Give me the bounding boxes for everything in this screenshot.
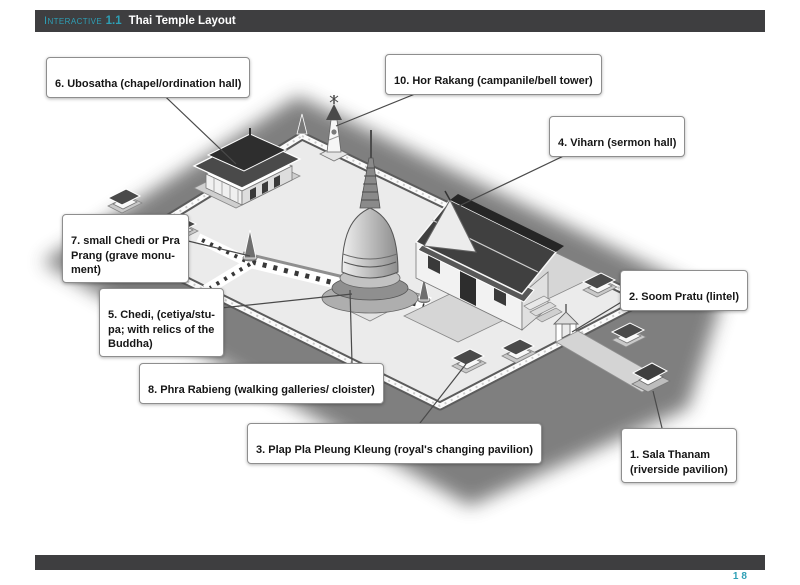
sala-pavilion [106,188,143,214]
callout-text: 8. Phra Rabieng (walking galleries/ cloi… [148,384,375,397]
callout-viharn: 4. Viharn (sermon hall) [549,116,686,157]
kicker-word: Interactive [44,15,103,27]
chedi-stupa [321,130,421,322]
callout-text: 1. Sala Thanam (riverside pavilion) [630,449,728,476]
leader-gallery [349,289,353,364]
widget-kicker: Interactive 1.1 [44,15,122,27]
sala-thanam-pavilion [631,362,671,393]
sala-pavilion [610,322,647,348]
callout-hor-rakang: 10. Hor Rakang (campanile/bell tower) [385,54,602,95]
plap-pla-pavilion [450,348,487,374]
callout-text: 7. small Chedi or Pra Prang (grave monu-… [71,235,180,276]
ubosatha-building [192,128,302,209]
page-number: 18 [732,571,750,582]
sala-pavilion [500,338,537,364]
temple-compound [106,95,671,411]
callout-sala-thanam: 1. Sala Thanam (riverside pavilion) [621,428,737,483]
leader-pavilion [419,363,467,424]
sala-pavilion [581,272,618,298]
viharn-building [403,190,601,343]
bell-tower [319,95,349,162]
callout-text: 4. Viharn (sermon hall) [558,137,677,150]
callout-phra-rabieng: 8. Phra Rabieng (walking galleries/ cloi… [139,363,384,404]
callout-text: 2. Soom Pratu (lintel) [629,291,740,304]
callout-soom-pratu: 2. Soom Pratu (lintel) [620,270,749,311]
leader-chedi [220,293,353,309]
small-chedi [417,275,431,303]
small-chedi [296,113,308,135]
leader-sala-thanam [652,390,663,429]
callout-chedi: 5. Chedi, (cetiya/stu- pa; with relics o… [99,288,224,358]
small-chedi [242,229,258,262]
callout-ubosatha: 6. Ubosatha (chapel/ordination hall) [46,57,251,98]
footer-bar [35,555,765,570]
callout-text: 10. Hor Rakang (campanile/bell tower) [394,75,593,88]
callout-plap-pla: 3. Plap Pla Pleung Kleung (royal's chang… [247,423,543,464]
callout-text: 5. Chedi, (cetiya/stu- pa; with relics o… [108,309,215,350]
callout-text: 3. Plap Pla Pleung Kleung (royal's chang… [256,444,534,457]
widget-title: Thai Temple Layout [128,15,236,27]
widget-number: 1.1 [105,15,122,27]
header-bar: Interactive 1.1 Thai Temple Layout [35,10,765,32]
callout-text: 6. Ubosatha (chapel/ordination hall) [55,78,242,91]
leader-small-chedi [183,239,251,257]
callout-small-chedi: 7. small Chedi or Pra Prang (grave monu-… [62,214,189,284]
